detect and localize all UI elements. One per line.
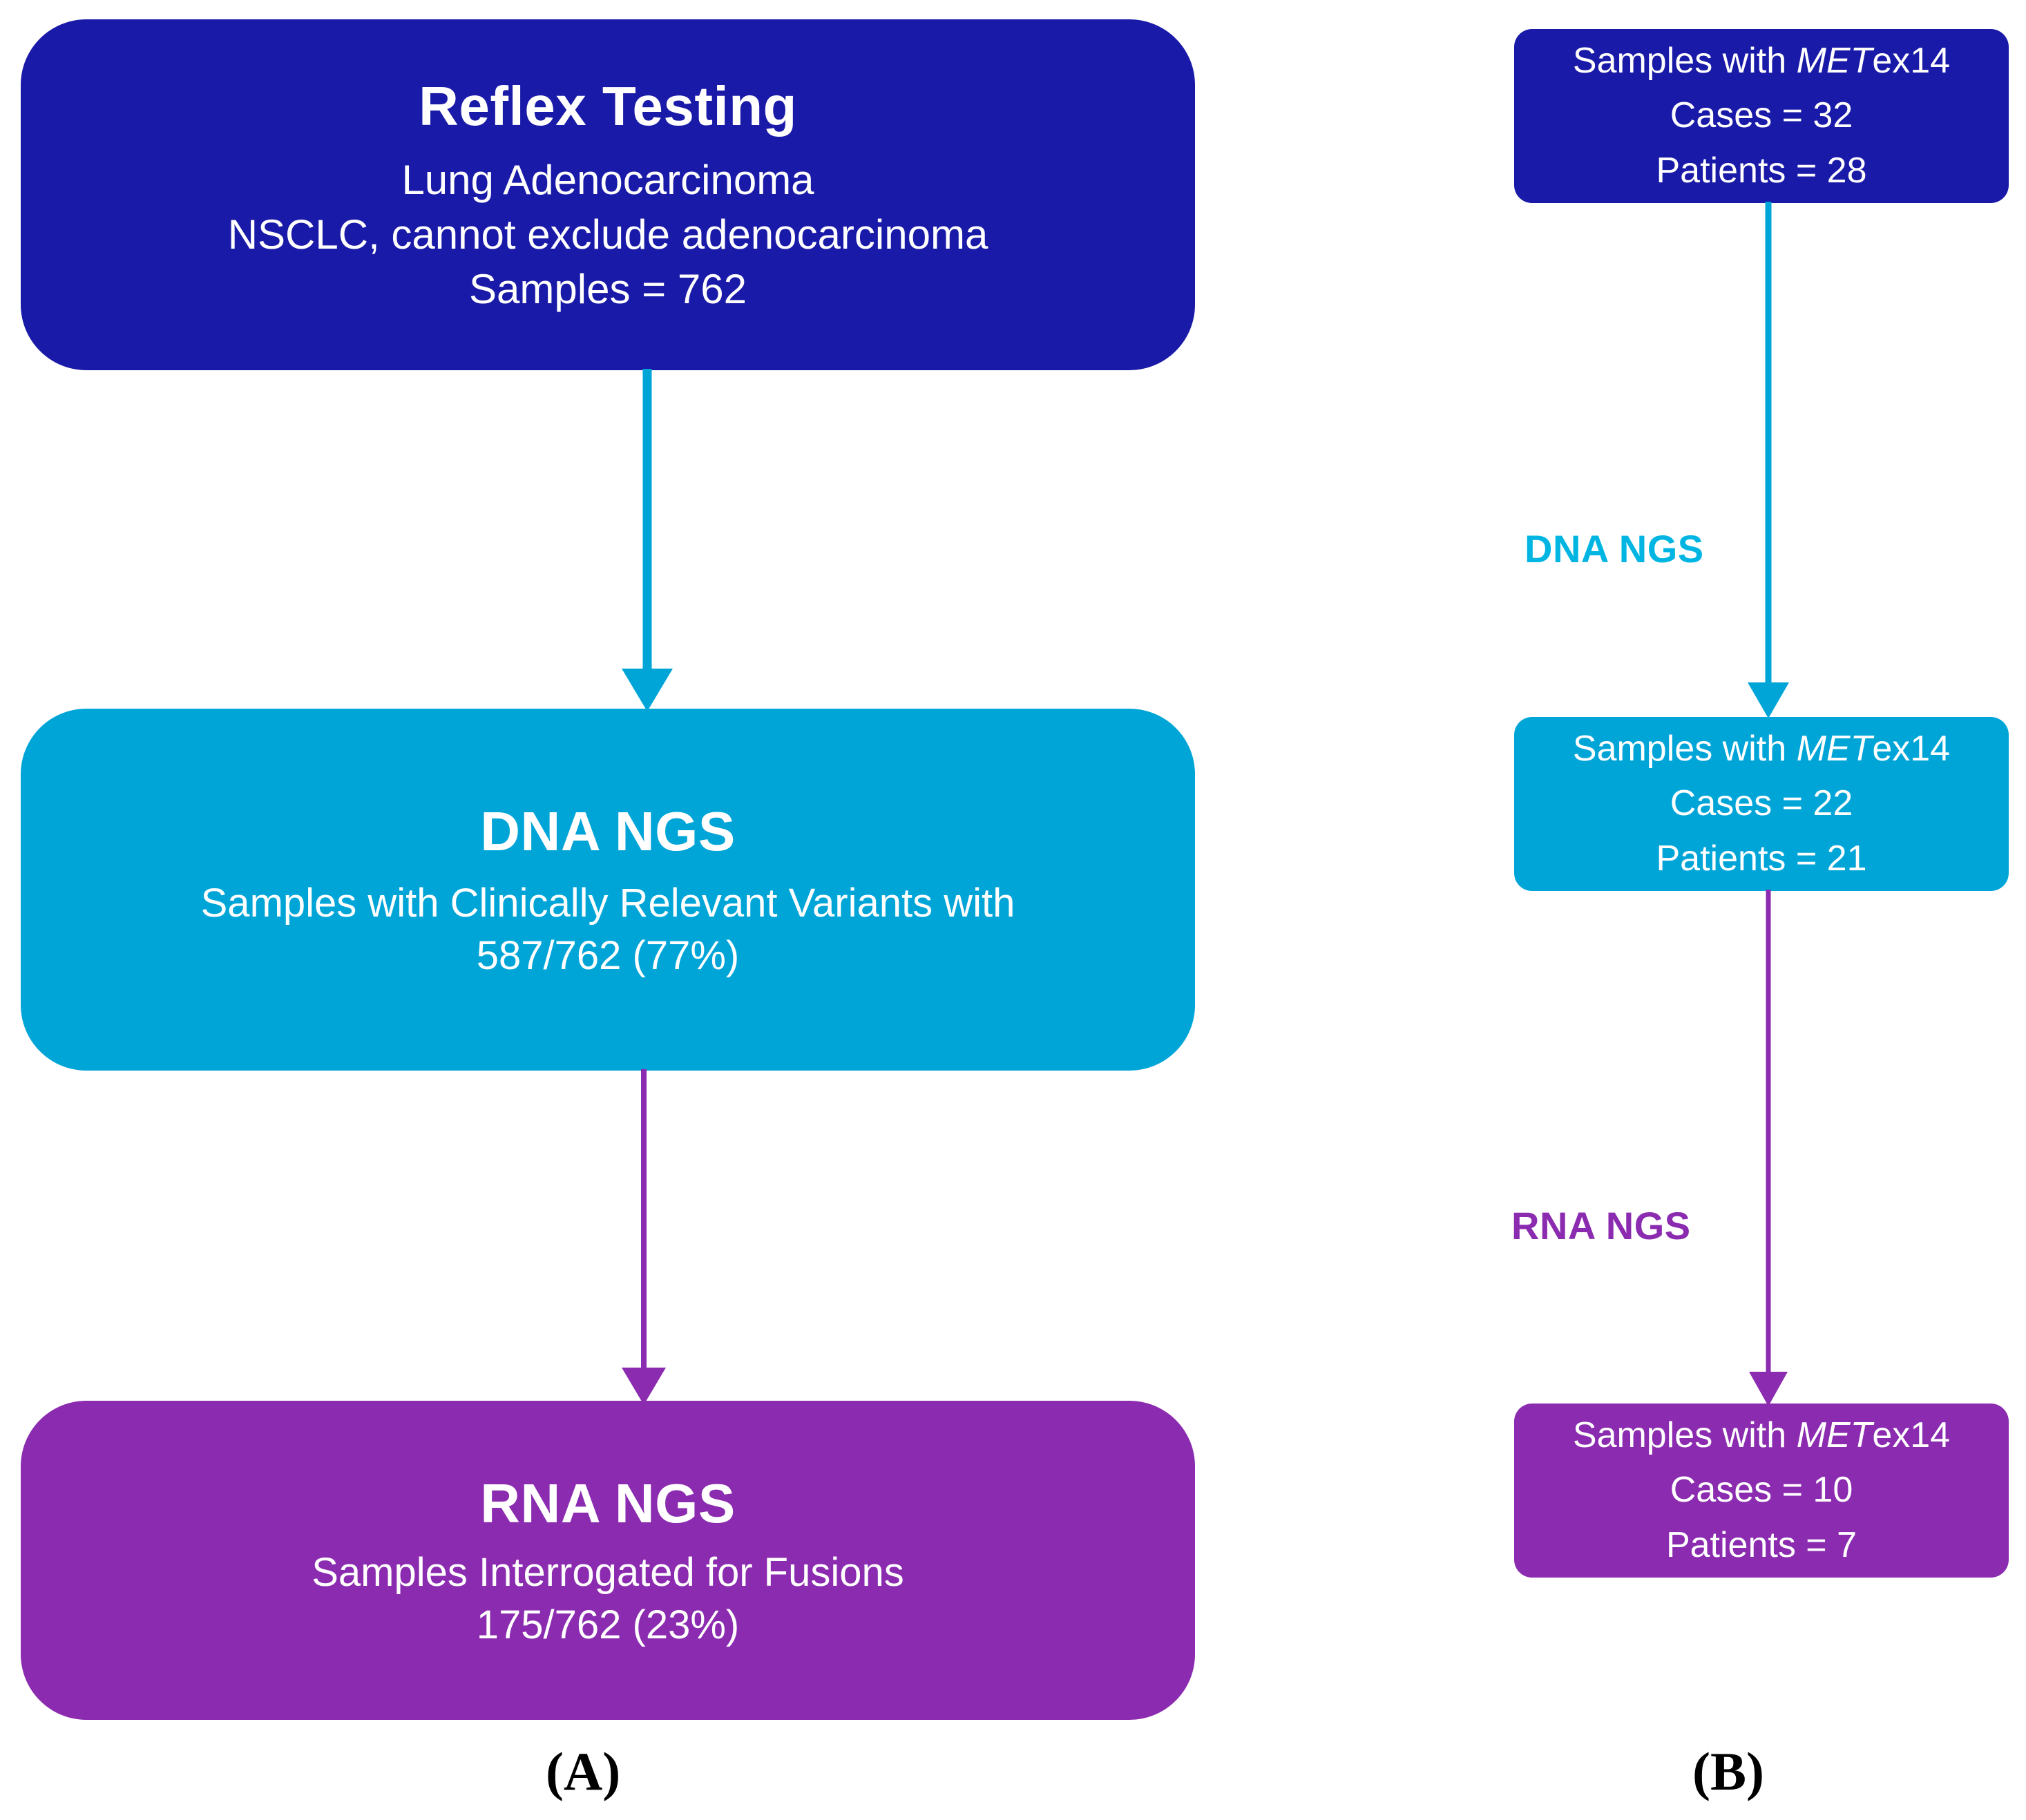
exon-suffix: ex14 bbox=[1872, 41, 1951, 82]
arrow-shaft bbox=[1766, 890, 1771, 1374]
arrow-head bbox=[622, 1368, 666, 1405]
reflex-testing-line-2: NSCLC, cannot exclude adenocarcinoma bbox=[227, 211, 988, 258]
arrow-reflex-to-dna-ngs bbox=[606, 369, 689, 711]
panel-b-box-metex14-cyan: Samples with METex14 Cases = 22 Patients… bbox=[1514, 717, 2009, 891]
arrow-head bbox=[1748, 682, 1789, 718]
arrow-b-cyan-to-purple bbox=[1730, 890, 1806, 1406]
rna-ngs-line-1: Samples Interrogated for Fusions bbox=[312, 1550, 904, 1596]
arrow-shaft bbox=[642, 369, 652, 681]
metex14-cyan-line-1: Samples with METex14 bbox=[1573, 722, 1950, 776]
metex14-purple-cases: Cases = 10 bbox=[1670, 1470, 1853, 1511]
dna-ngs-title: DNA NGS bbox=[480, 800, 736, 862]
panel-a-box-dna-ngs: DNA NGS Samples with Clinically Relevant… bbox=[21, 709, 1195, 1071]
metex14-cyan-patients: Patients = 21 bbox=[1656, 838, 1867, 879]
metex14-purple-line-1: Samples with METex14 bbox=[1573, 1408, 1950, 1463]
arrow-shaft bbox=[641, 1069, 647, 1373]
reflex-testing-title: Reflex Testing bbox=[419, 75, 797, 137]
samples-with-label: Samples with bbox=[1572, 1415, 1797, 1456]
arrow-shaft bbox=[1765, 202, 1772, 685]
panel-b-box-metex14-purple: Samples with METex14 Cases = 10 Patients… bbox=[1514, 1404, 2009, 1578]
rna-ngs-line-2: 175/762 (23%) bbox=[476, 1602, 740, 1647]
panel-b-caption: (B) bbox=[1692, 1741, 1764, 1801]
arrow-label-dna-ngs: DNA NGS bbox=[1525, 527, 1704, 571]
panel-a-box-rna-ngs: RNA NGS Samples Interrogated for Fusions… bbox=[21, 1401, 1195, 1720]
samples-with-label: Samples with bbox=[1572, 729, 1797, 769]
metex14-cyan-cases: Cases = 22 bbox=[1670, 783, 1853, 824]
gene-name-met: MET bbox=[1796, 729, 1873, 769]
panel-a-box-reflex-testing: Reflex Testing Lung Adenocarcinoma NSCLC… bbox=[21, 19, 1195, 370]
metex14-navy-cases: Cases = 32 bbox=[1670, 95, 1853, 136]
dna-ngs-line-1: Samples with Clinically Relevant Variant… bbox=[200, 881, 1015, 926]
exon-suffix: ex14 bbox=[1872, 729, 1951, 769]
arrow-head bbox=[1749, 1372, 1788, 1406]
arrow-dna-to-rna-ngs bbox=[606, 1069, 682, 1405]
panel-a-caption: (A) bbox=[546, 1741, 621, 1801]
dna-ngs-line-2: 587/762 (77%) bbox=[476, 932, 740, 978]
rna-ngs-title: RNA NGS bbox=[480, 1472, 736, 1534]
exon-suffix: ex14 bbox=[1872, 1415, 1951, 1456]
arrow-b-navy-to-cyan bbox=[1730, 202, 1806, 718]
samples-with-label: Samples with bbox=[1572, 41, 1797, 82]
panel-b-box-metex14-navy: Samples with METex14 Cases = 32 Patients… bbox=[1514, 29, 2009, 203]
metex14-navy-patients: Patients = 28 bbox=[1656, 150, 1867, 191]
gene-name-met: MET bbox=[1796, 41, 1873, 82]
arrow-label-rna-ngs: RNA NGS bbox=[1511, 1204, 1691, 1247]
metex14-purple-patients: Patients = 7 bbox=[1665, 1524, 1857, 1565]
gene-name-met: MET bbox=[1796, 1415, 1873, 1456]
arrow-head bbox=[622, 669, 673, 711]
metex14-navy-line-1: Samples with METex14 bbox=[1573, 34, 1950, 88]
reflex-testing-line-3: Samples = 762 bbox=[469, 266, 747, 313]
reflex-testing-line-1: Lung Adenocarcinoma bbox=[401, 157, 814, 204]
